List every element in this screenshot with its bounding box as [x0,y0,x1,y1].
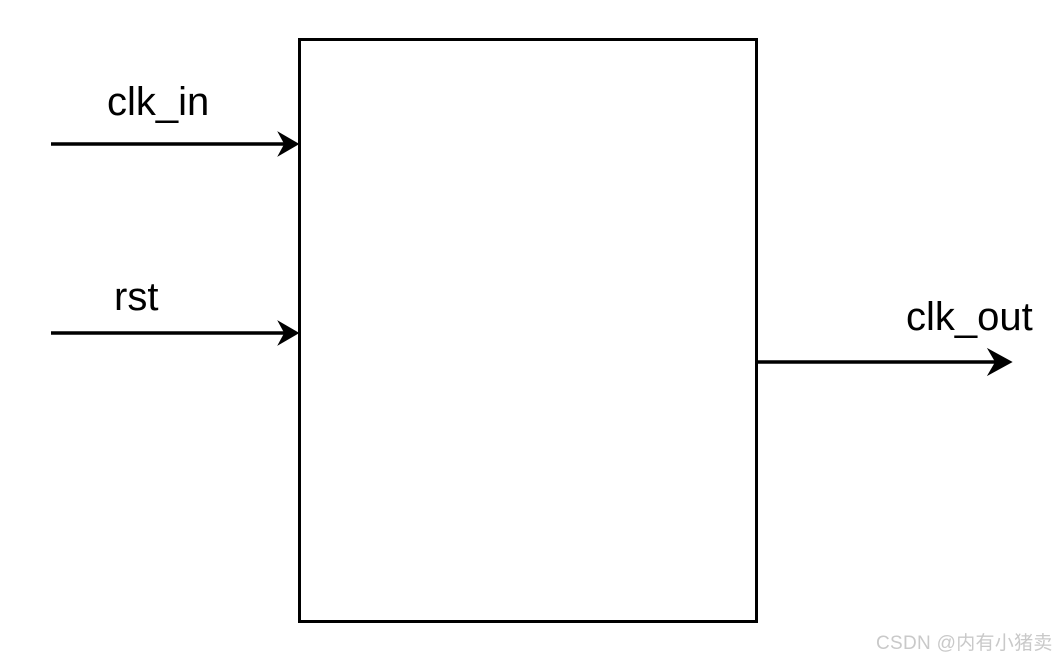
rst-arrow [51,320,300,346]
port-label-rst: rst [114,275,159,319]
clk-in-arrowhead [277,131,300,157]
port-label-clk-out: clk_out [906,295,1033,339]
csdn-watermark: CSDN @内有小猪卖 [876,633,1053,654]
clk-out-arrowhead [986,347,1013,377]
clk-in-arrow [51,131,300,157]
port-label-clk-in: clk_in [107,80,210,124]
rst-arrowhead [277,320,300,346]
clk-out-arrow [757,347,1013,377]
module-block [298,38,758,623]
